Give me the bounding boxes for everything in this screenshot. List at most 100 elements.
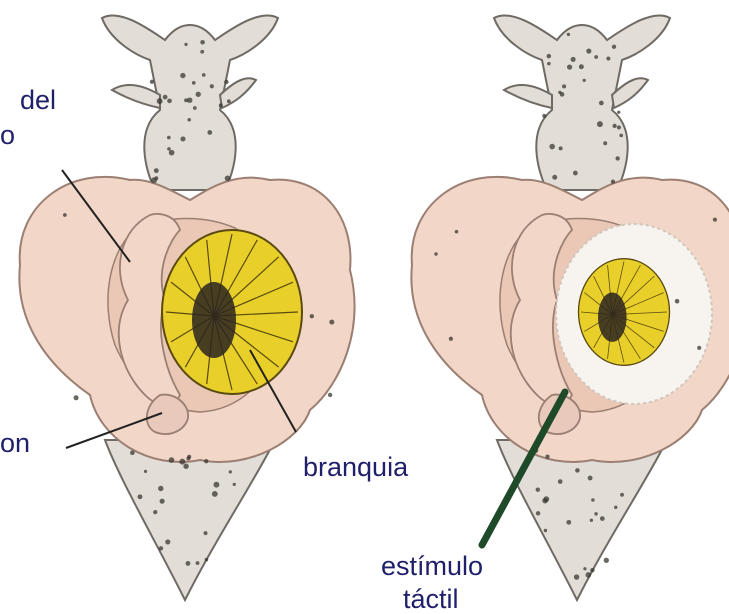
body-spot: [169, 457, 175, 463]
body-spot: [547, 62, 551, 66]
body-spot: [192, 81, 196, 85]
body-spot: [697, 346, 701, 350]
body-spot: [160, 499, 165, 504]
body-spot: [196, 561, 200, 565]
body-spot: [574, 574, 579, 579]
body-spot: [588, 476, 593, 481]
body-spot: [616, 156, 620, 160]
body-spot: [153, 510, 157, 514]
rhinophore-left: [504, 85, 552, 108]
body-spot: [167, 99, 172, 104]
body-spot: [620, 493, 624, 497]
body-spot: [599, 101, 604, 106]
body-spot: [158, 486, 163, 491]
body-spot: [583, 79, 586, 82]
body-spot: [675, 299, 680, 304]
body-spot: [547, 54, 552, 59]
label-siphon-top-line2: o: [0, 120, 15, 150]
body-spot: [559, 146, 563, 150]
body-spot: [594, 55, 598, 59]
body-spot: [225, 175, 231, 181]
body-spot: [163, 95, 168, 100]
body-spot: [233, 483, 236, 486]
body-spot: [169, 150, 175, 156]
body-spot: [329, 320, 334, 325]
body-spot: [227, 99, 231, 103]
body-spot: [606, 56, 610, 60]
body-spot: [200, 40, 205, 45]
body-spot: [154, 176, 158, 180]
body-spot: [200, 50, 204, 54]
body-spot: [224, 80, 228, 84]
body-spot: [617, 111, 620, 114]
body-spot: [558, 91, 561, 94]
body-spot: [214, 482, 220, 488]
label-stimulus-line1: estímulo: [381, 551, 483, 581]
body-spot: [591, 498, 594, 501]
body-spot: [579, 64, 584, 69]
body-spot: [567, 33, 570, 36]
body-spot: [543, 496, 549, 502]
body-spot: [63, 213, 67, 217]
body-spot: [600, 516, 605, 521]
body-spot: [179, 459, 185, 465]
label-siphon-top-line1: del: [20, 85, 56, 115]
body-spot: [617, 125, 621, 129]
body-spot: [611, 180, 615, 184]
body-spot: [573, 171, 578, 176]
body-spot: [594, 512, 597, 515]
body-spot: [571, 57, 576, 62]
body-spot: [165, 539, 170, 544]
label-gill: branquia: [303, 452, 408, 482]
body-spot: [310, 314, 314, 318]
body-spot: [196, 92, 201, 97]
body-spot: [586, 49, 591, 54]
body-spot: [219, 103, 223, 107]
body-spot: [575, 468, 580, 473]
body-spot: [449, 337, 453, 341]
gill: [162, 230, 302, 394]
body-spot: [167, 136, 171, 140]
body-spot: [180, 73, 185, 78]
body-spot: [204, 531, 208, 535]
label-siphon-bottom: on: [0, 428, 30, 458]
body-spot: [552, 175, 557, 180]
body-spot: [590, 519, 593, 522]
body-spot: [229, 470, 232, 473]
body-spot: [713, 218, 717, 222]
body-spot: [74, 395, 79, 400]
aplysia-touched: [411, 15, 729, 600]
rhinophore-left: [112, 85, 160, 108]
body-spot: [167, 147, 171, 151]
body-spot: [562, 84, 566, 88]
body-spot: [542, 114, 546, 118]
body-spot: [187, 118, 191, 122]
body-spot: [180, 136, 185, 141]
head: [494, 15, 670, 190]
body-spot: [186, 561, 191, 566]
aplysia-control: [19, 15, 354, 600]
body-spot: [138, 494, 143, 499]
gill: [579, 259, 670, 366]
body-spot: [544, 529, 547, 532]
body-spot: [597, 121, 603, 127]
body-spot: [328, 393, 332, 397]
body-spot: [204, 459, 208, 463]
body-spot: [434, 252, 438, 256]
body-spot: [184, 98, 188, 102]
body-spot: [144, 470, 147, 473]
body-spot: [603, 141, 607, 145]
body-spot: [545, 455, 549, 459]
body-spot: [186, 456, 190, 460]
body-spot: [150, 80, 154, 84]
body-spot: [193, 106, 197, 110]
body-spot: [619, 134, 623, 138]
body-spot: [566, 520, 571, 525]
body-spot: [586, 572, 592, 578]
tail: [105, 440, 275, 600]
gill-shadow: [598, 293, 627, 342]
body-spot: [212, 491, 218, 497]
body-spot: [183, 464, 188, 469]
body-spot: [184, 43, 187, 46]
